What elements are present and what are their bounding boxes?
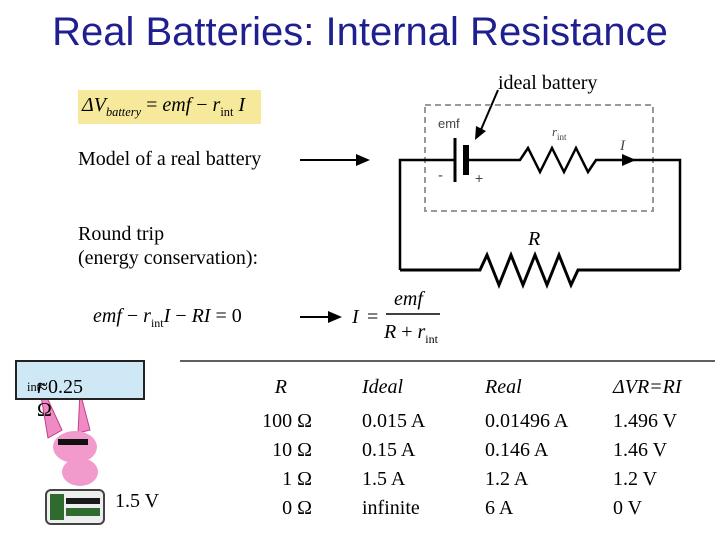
- eq-I: I: [238, 94, 246, 116]
- table-cell: 100 Ω: [262, 410, 312, 432]
- eq-lhs: ΔV: [82, 94, 106, 116]
- header-voltage: ΔVR=RI: [613, 376, 682, 398]
- table-column-R: R 100 Ω 10 Ω 1 Ω 0 Ω: [230, 373, 312, 523]
- left-wire: [398, 158, 455, 270]
- circuit-emf-label: emf: [438, 116, 460, 131]
- circuit-plus-label: +: [475, 170, 483, 186]
- equation-arrowhead: [328, 311, 342, 323]
- model-arrowhead: [356, 154, 370, 166]
- eq-r-sub: int: [220, 105, 234, 119]
- load-resistor-label: R: [528, 228, 541, 250]
- round-trip-line-2: (energy conservation):: [78, 247, 259, 269]
- rint-value: ≈0.25 Ω: [37, 376, 83, 421]
- circuit-minus-label: -: [438, 167, 443, 184]
- current-arrow: [622, 154, 636, 166]
- eq-r: r: [212, 94, 221, 116]
- table-cell: 1.2 V: [613, 468, 658, 490]
- table-cell: 10 Ω: [272, 439, 312, 461]
- ideal-battery-label: ideal battery: [498, 72, 598, 94]
- current-eq-den: R + rint: [383, 321, 439, 346]
- rint-symbol: r: [37, 376, 45, 398]
- table-cell: 0.15 A: [362, 439, 416, 461]
- table-cell: 1 Ω: [282, 468, 312, 490]
- circuit-current-label: I: [619, 138, 626, 154]
- table-cell: 1.46 V: [613, 439, 668, 461]
- eq-emf: emf: [162, 94, 192, 116]
- table-cell: 0 V: [613, 497, 643, 519]
- table-cell: infinite: [362, 497, 420, 519]
- model-label: Model of a real battery: [78, 148, 262, 170]
- header-R: R: [274, 376, 287, 398]
- circuit-r-sub: int: [557, 132, 567, 142]
- battery-voltage-label: 1.5 V: [115, 490, 160, 512]
- battery-voltage-equation: ΔVbattery = emf − rint I: [78, 90, 261, 124]
- header-real: Real: [485, 376, 522, 398]
- table-cell: 1.496 V: [613, 410, 678, 432]
- table-column-real: Real 0.01496 A 0.146 A 1.2 A 6 A: [485, 373, 568, 523]
- internal-resistor: [466, 145, 682, 270]
- rint-sub: int: [27, 380, 41, 394]
- circuit-r-label: r: [552, 124, 558, 139]
- load-resistor: [400, 250, 680, 290]
- table-column-voltage: ΔVR=RI 1.496 V 1.46 V 1.2 V 0 V: [613, 373, 682, 523]
- table-cell: 1.2 A: [485, 468, 529, 490]
- round-trip-label: Round trip (energy conservation):: [78, 222, 258, 270]
- table-cell: 0.146 A: [485, 439, 549, 461]
- real-battery-box: [424, 104, 654, 212]
- table-cell: 0 Ω: [282, 497, 312, 519]
- table-cell: 0.015 A: [362, 410, 426, 432]
- header-ideal: Ideal: [362, 376, 404, 398]
- eq-lhs-sub: battery: [105, 105, 142, 119]
- round-trip-line-1: Round trip: [78, 223, 165, 245]
- table-cell: 0.01496 A: [485, 410, 569, 432]
- slide-title: Real Batteries: Internal Resistance: [52, 10, 668, 54]
- table-cell: 1.5 A: [362, 468, 406, 490]
- ideal-battery-arrowhead: [475, 126, 486, 140]
- ideal-battery-arrow: [479, 89, 499, 133]
- current-eq-num: emf: [394, 288, 425, 310]
- svg-text:=: =: [367, 306, 378, 328]
- table-cell: 6 A: [485, 497, 514, 519]
- loop-equation: emf − rintI − RI = 0: [93, 305, 242, 330]
- table-column-ideal: Ideal 0.015 A 0.15 A 1.5 A infinite: [362, 373, 425, 523]
- current-eq-lhs: I: [351, 306, 360, 328]
